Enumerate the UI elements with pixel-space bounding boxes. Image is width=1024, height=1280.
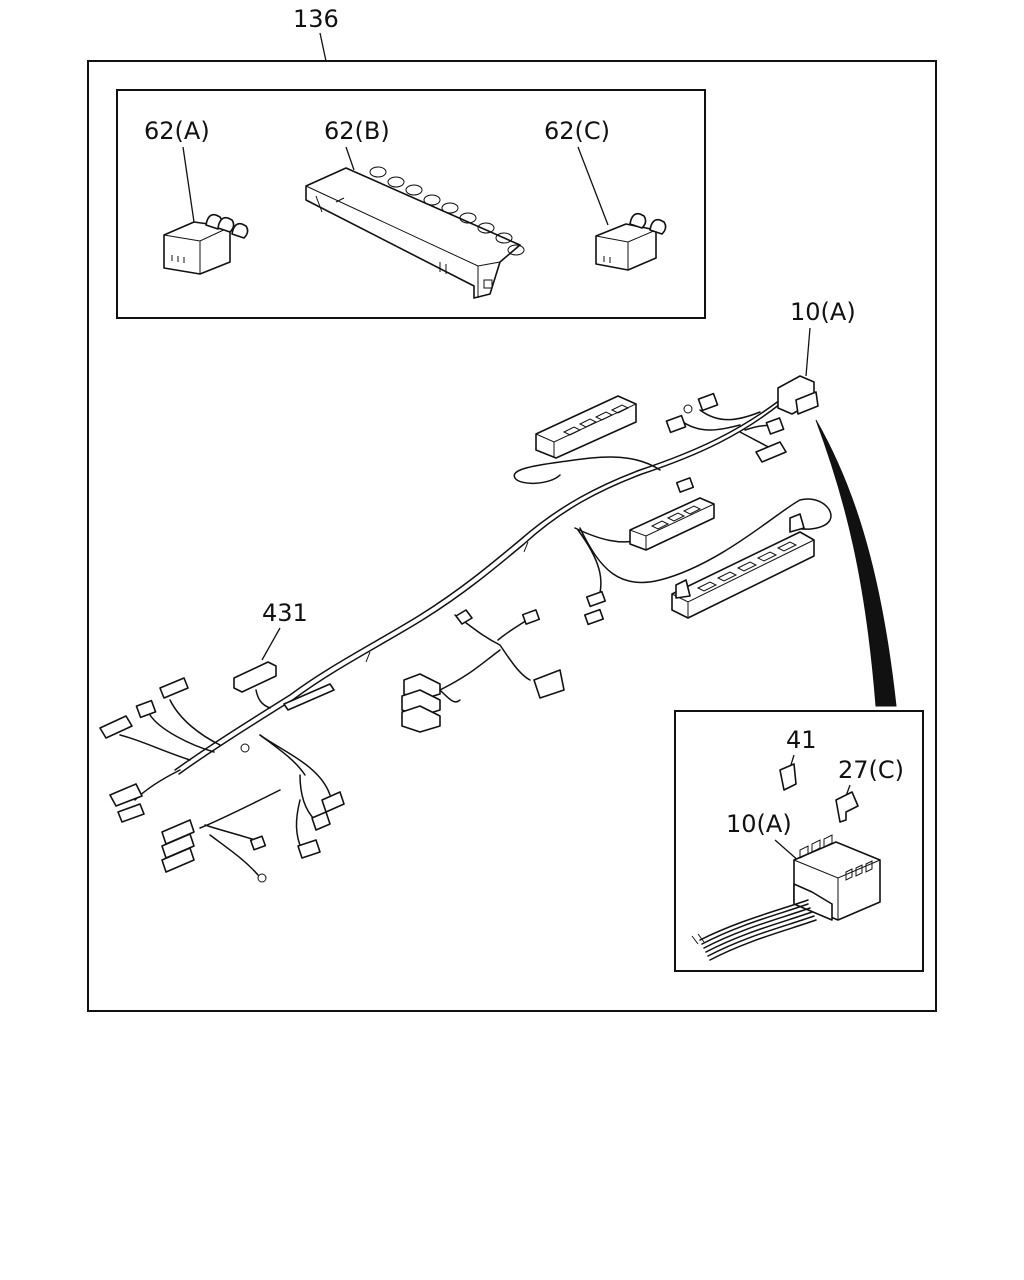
part-27c	[835, 791, 859, 823]
label-10a-detail: 10(A)	[726, 810, 792, 838]
label-10a-main: 10(A)	[790, 298, 856, 326]
label-62a: 62(A)	[144, 117, 210, 145]
connector-10a-main: 10(A)	[777, 298, 856, 415]
outer-frame	[87, 60, 937, 1012]
connector-62b: 62(B)	[305, 117, 525, 299]
leader-62b	[345, 146, 355, 171]
detail-parts: 41 27(C) 10(A)	[691, 726, 904, 961]
wire-harness: 10(A)	[99, 298, 856, 883]
leader-10a-detail	[774, 839, 801, 863]
label-41: 41	[786, 726, 817, 754]
connector-10a-detail	[793, 834, 881, 921]
label-assembly: 136	[293, 5, 339, 33]
connector-inset-box	[116, 89, 706, 319]
label-431: 431	[262, 599, 308, 627]
part-41	[779, 763, 797, 791]
detail-inset-box	[674, 710, 924, 972]
connector-62c: 62(C)	[544, 117, 667, 271]
connector-62a: 62(A)	[144, 117, 249, 275]
detail-pointer	[815, 419, 897, 707]
label-27c: 27(C)	[838, 756, 904, 784]
leader-62a	[182, 146, 195, 223]
connector-431: 431	[233, 599, 308, 709]
label-62b: 62(B)	[324, 117, 390, 145]
leader-10a-main	[805, 327, 811, 377]
label-62c: 62(C)	[544, 117, 610, 145]
leader-431	[261, 627, 281, 661]
leader-62c	[577, 146, 609, 226]
leader-assembly	[319, 32, 327, 62]
